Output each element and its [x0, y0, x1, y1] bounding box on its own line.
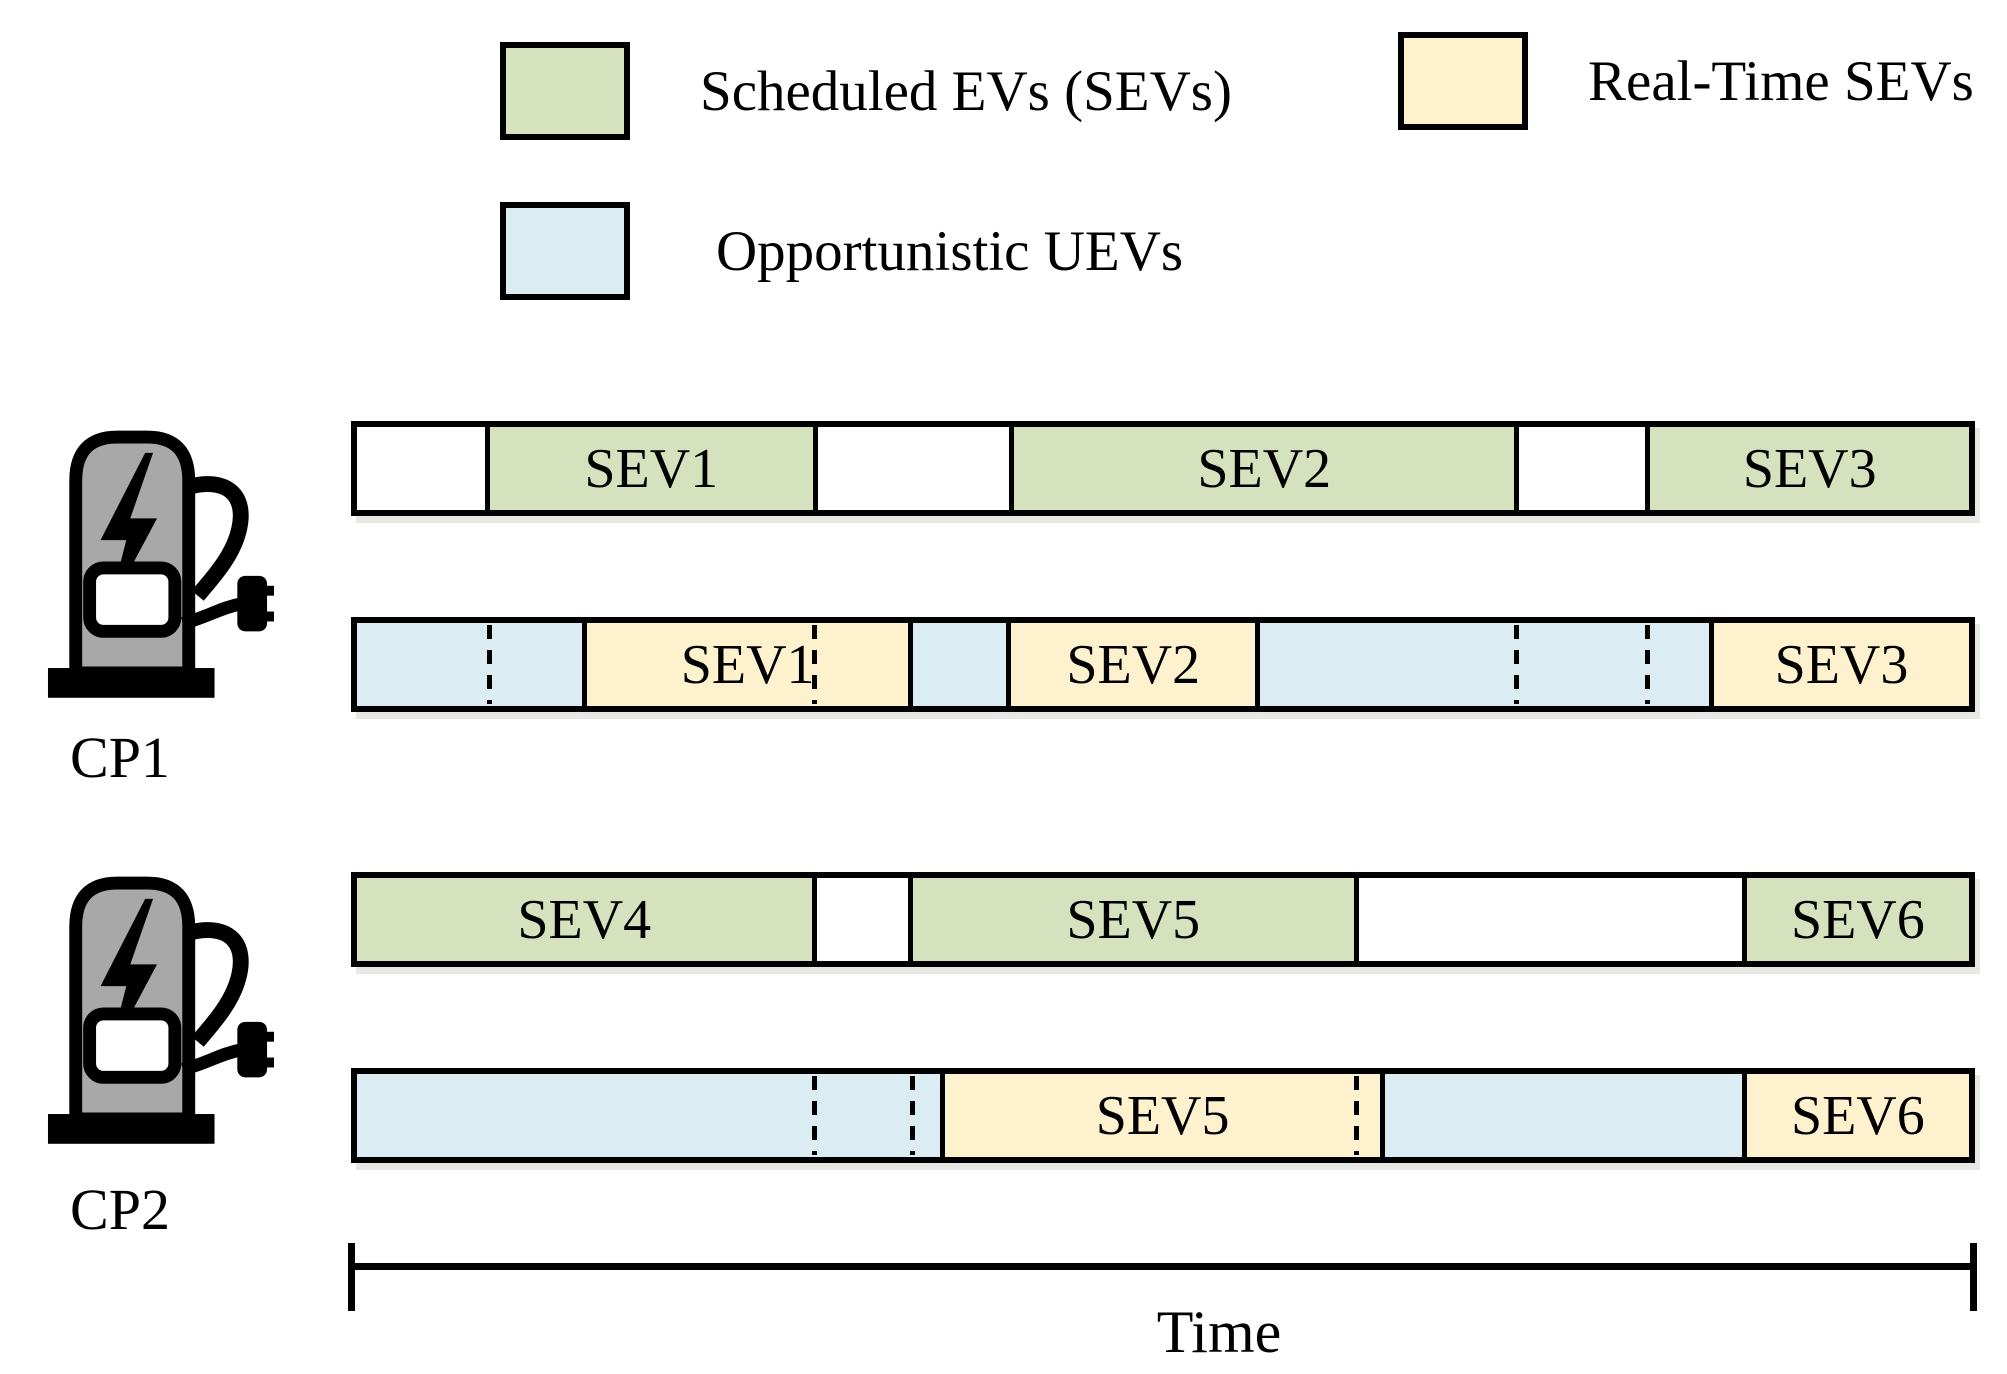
opportunistic-uevs-swatch [500, 202, 630, 300]
time-axis-right-tick [1970, 1243, 1977, 1311]
legend-label-scheduled-evs: Scheduled EVs (SEVs) [700, 59, 1232, 123]
timeline-segment-sev6: SEV6 [1741, 1074, 1969, 1157]
dashed-boundary-line [1353, 1076, 1359, 1155]
legend-item-realtime-sevs: Real-Time SEVs [1398, 32, 1974, 130]
timeline-segment-sev1: SEV1 [484, 427, 813, 510]
segment-label: SEV4 [517, 888, 652, 951]
segment-label: SEV2 [1197, 437, 1332, 500]
time-axis-line [351, 1263, 1975, 1270]
timeline-segment-sev5: SEV5 [939, 1074, 1381, 1157]
timeline-segment-sev6: SEV6 [1741, 878, 1969, 961]
timeline-segment-gap [811, 878, 908, 961]
time-axis-left-tick [348, 1243, 355, 1311]
timeline-segment-gap [1353, 878, 1742, 961]
timeline-segment-idle [357, 623, 583, 706]
timeline-segment-gap [812, 427, 1010, 510]
segment-label: SEV5 [1066, 888, 1201, 951]
cp2-scheduled-timeline: SEV4 SEV5 SEV6 [351, 872, 1975, 967]
cp1-label: CP1 [70, 725, 170, 790]
legend-label-realtime-sevs: Real-Time SEVs [1588, 49, 1974, 113]
segment-label: SEV1 [584, 437, 719, 500]
timeline-segment-sev3: SEV3 [1708, 623, 1969, 706]
segment-label: SEV3 [1774, 633, 1909, 696]
timeline-segment-gap [1514, 427, 1646, 510]
timeline-segment-sev3: SEV3 [1645, 427, 1969, 510]
segment-label: SEV3 [1742, 437, 1877, 500]
dashed-boundary-line [811, 1076, 817, 1155]
legend-item-opportunistic-uevs: Opportunistic UEVs [500, 202, 1183, 300]
cp1-scheduled-timeline: SEV1 SEV2 SEV3 [351, 421, 1975, 516]
dashed-boundary-line [487, 625, 493, 704]
charging-station-icon [47, 430, 274, 698]
dashed-boundary-line [909, 1076, 915, 1155]
dashed-boundary-line [811, 625, 817, 704]
timeline-segment-sev2: SEV2 [1009, 427, 1515, 510]
timeline-segment-idle [1255, 623, 1709, 706]
cp1-realtime-timeline: SEV1 SEV2 SEV3 [351, 617, 1975, 712]
legend-label-opportunistic-uevs: Opportunistic UEVs [716, 219, 1184, 283]
timeline-segment-idle [357, 1074, 940, 1157]
timeline-segment-sev5: SEV5 [907, 878, 1354, 961]
segment-label: SEV2 [1066, 633, 1201, 696]
segment-label: SEV5 [1095, 1084, 1230, 1147]
timeline-segment-gap [357, 427, 485, 510]
segment-label: SEV1 [680, 633, 815, 696]
legend-item-scheduled-evs: Scheduled EVs (SEVs) [500, 42, 1232, 140]
timeline-segment-sev4: SEV4 [357, 878, 812, 961]
dashed-boundary-line [1514, 625, 1520, 704]
cp2-label: CP2 [70, 1177, 170, 1242]
time-axis-label: Time [1156, 1299, 1282, 1365]
scheduled-evs-swatch [500, 42, 630, 140]
timeline-segment-sev2: SEV2 [1006, 623, 1256, 706]
timeline-segment-idle [907, 623, 1007, 706]
timeline-segment-idle [1380, 1074, 1742, 1157]
dashed-boundary-line [1645, 625, 1651, 704]
segment-label: SEV6 [1790, 1084, 1925, 1147]
timeline-segment-sev1: SEV1 [582, 623, 908, 706]
realtime-sevs-swatch [1398, 32, 1528, 130]
cp2-realtime-timeline: SEV5 SEV6 [351, 1068, 1975, 1163]
segment-label: SEV6 [1790, 888, 1925, 951]
charging-station-icon [47, 876, 274, 1144]
